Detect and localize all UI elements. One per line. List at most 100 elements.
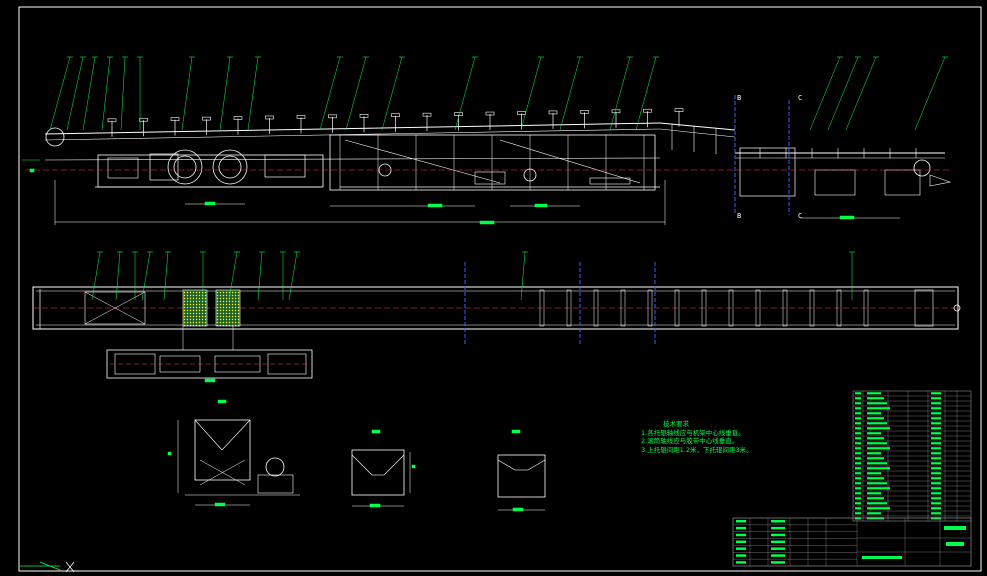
title-block bbox=[732, 517, 972, 567]
plan-idler bbox=[647, 289, 653, 327]
callout-leader bbox=[163, 251, 169, 301]
callout-leader bbox=[559, 56, 581, 131]
parts-cell-no bbox=[855, 442, 861, 445]
parts-cell-material bbox=[931, 407, 941, 410]
parts-cell-material bbox=[931, 397, 941, 400]
parts-cell-name bbox=[867, 422, 887, 425]
head-pulley bbox=[45, 127, 65, 147]
tail-hopper bbox=[929, 174, 952, 187]
section-a-height-tag bbox=[167, 451, 172, 456]
callout-leader bbox=[345, 56, 367, 131]
callout-leader bbox=[454, 56, 476, 131]
parts-cell-name bbox=[867, 402, 887, 405]
incline-top-line bbox=[659, 128, 736, 138]
parts-cell-name bbox=[867, 492, 881, 495]
section-b-frame bbox=[351, 449, 405, 496]
plan-hopper bbox=[84, 291, 146, 325]
plan-tail-pulley bbox=[914, 289, 934, 327]
incline-top-line bbox=[659, 122, 736, 131]
parts-cell-material bbox=[931, 482, 941, 485]
parts-cell-no bbox=[855, 482, 861, 485]
carrying-idler bbox=[422, 112, 432, 117]
parts-cell-no bbox=[855, 492, 861, 495]
parts-cell-name bbox=[867, 452, 881, 455]
parts-cell-material bbox=[931, 502, 941, 505]
plan-idler bbox=[566, 289, 572, 327]
plan-idler bbox=[701, 289, 707, 327]
parts-cell-material bbox=[931, 402, 941, 405]
callout-leader bbox=[66, 56, 84, 131]
parts-cell-material bbox=[931, 427, 941, 430]
plan-idler bbox=[674, 289, 680, 327]
belt-top-line bbox=[44, 122, 661, 135]
parts-cell-material bbox=[931, 497, 941, 500]
parts-cell-material bbox=[931, 462, 941, 465]
section-a-idler bbox=[221, 419, 251, 451]
callout-leader bbox=[845, 56, 877, 131]
carrying-idler bbox=[485, 111, 495, 116]
parts-cell-no bbox=[855, 487, 861, 490]
parts-cell-name bbox=[867, 392, 881, 395]
plan-reducer bbox=[214, 355, 261, 373]
parts-cell-no bbox=[855, 417, 861, 420]
parts-cell-no bbox=[855, 497, 861, 500]
section-a-motor bbox=[257, 474, 294, 494]
section-a-frame bbox=[194, 419, 251, 481]
section-mark-b: B bbox=[737, 94, 741, 102]
carrying-idler bbox=[107, 118, 117, 123]
plan-drive-tag bbox=[204, 378, 216, 383]
title-block-cell bbox=[736, 554, 746, 557]
parts-cell-name bbox=[867, 462, 887, 465]
callout-leader bbox=[228, 251, 238, 301]
title-block-cell bbox=[736, 526, 746, 530]
take-up-frame bbox=[329, 134, 656, 191]
carrying-idler bbox=[202, 116, 211, 121]
take-up-diagonal bbox=[499, 139, 641, 184]
carrying-idler bbox=[611, 109, 621, 114]
plan-idler bbox=[863, 289, 869, 327]
drive-dimension-tag bbox=[204, 201, 216, 206]
parts-cell-material bbox=[931, 432, 941, 435]
parts-cell-material bbox=[931, 512, 941, 515]
callout-leader bbox=[635, 56, 657, 131]
callout-leader bbox=[827, 56, 859, 131]
plan-idler bbox=[836, 289, 842, 327]
title-block-cell bbox=[771, 547, 785, 550]
section-c-idler bbox=[527, 459, 546, 471]
parts-cell-no bbox=[855, 412, 861, 415]
plan-idler bbox=[620, 289, 626, 327]
parts-cell-name bbox=[867, 397, 884, 400]
belt-top-line bbox=[44, 128, 661, 141]
callout-leader bbox=[181, 56, 193, 131]
parts-cell-no bbox=[855, 457, 861, 460]
parts-cell-name bbox=[867, 437, 884, 440]
title-block-cell bbox=[771, 554, 785, 557]
plan-idler bbox=[593, 289, 599, 327]
parts-cell-name bbox=[867, 447, 890, 450]
parts-cell-material bbox=[931, 442, 941, 445]
title-block-cell bbox=[771, 526, 785, 530]
parts-cell-no bbox=[855, 432, 861, 435]
tail-pulley bbox=[913, 159, 931, 177]
parts-cell-no bbox=[855, 472, 861, 475]
callout-leader bbox=[82, 56, 96, 131]
technical-requirements-title: 技术要求 bbox=[663, 420, 689, 428]
parts-cell-name bbox=[867, 497, 884, 500]
parts-cell-material bbox=[931, 477, 941, 480]
section-a-brace bbox=[199, 459, 246, 486]
section-c-width-tag bbox=[512, 507, 524, 512]
origin-cross bbox=[65, 561, 75, 573]
section-a-width-tag bbox=[214, 502, 226, 507]
callout-leader bbox=[101, 56, 111, 131]
parts-cell-no bbox=[855, 427, 861, 430]
parts-cell-material bbox=[931, 452, 941, 455]
parts-cell-name bbox=[867, 487, 890, 490]
carrying-idler bbox=[139, 117, 148, 122]
carrying-idler bbox=[359, 113, 369, 118]
callout-leader bbox=[247, 56, 259, 131]
tail-skirt bbox=[814, 169, 856, 196]
carrying-idler bbox=[328, 114, 337, 119]
carrying-idler bbox=[643, 108, 652, 113]
parts-cell-material bbox=[931, 457, 941, 460]
